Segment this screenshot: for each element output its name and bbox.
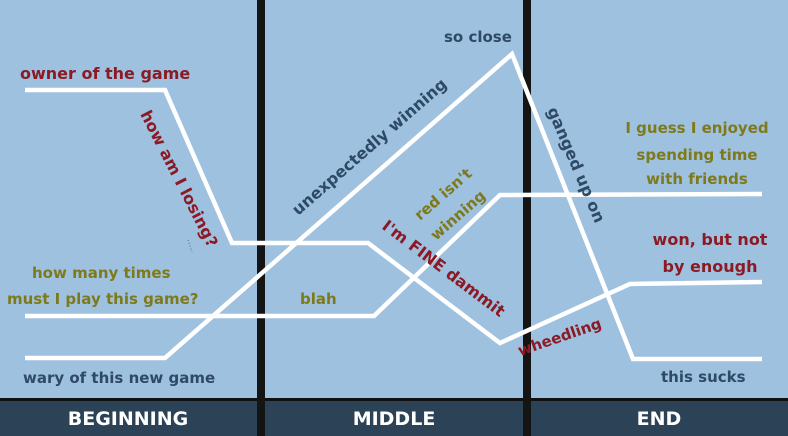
label-so-close: so close (444, 28, 512, 46)
divider-right (523, 0, 531, 436)
label-owner-of-the-game: owner of the game (20, 64, 190, 83)
label-how-many-times: how many times (32, 264, 171, 282)
label-with-friends: with friends (646, 170, 748, 188)
panel-beginning (0, 0, 257, 400)
panel-end (531, 0, 788, 400)
label-by-enough: by enough (663, 257, 758, 276)
label-blah: blah (300, 290, 337, 308)
label-this-sucks: this sucks (661, 368, 746, 386)
label-spending-time: spending time (636, 146, 757, 164)
section-label-beginning: BEGINNING (68, 408, 189, 430)
panel-middle (265, 0, 523, 400)
footer-top-edge (0, 398, 788, 401)
label-i-guess-i-enjoyed: I guess I enjoyed (625, 119, 768, 137)
arc-line-owner (25, 87, 763, 346)
section-label-middle: MIDDLE (353, 408, 436, 430)
label-won-but-not: won, but not (653, 230, 768, 249)
footer-bar (0, 400, 788, 436)
label-wary-of-this-new-game: wary of this new game (23, 369, 215, 387)
section-label-end: END (637, 408, 682, 430)
label-must-i-play: must I play this game? (7, 290, 198, 308)
arc-line-how-many (25, 191, 763, 319)
divider-left (257, 0, 265, 436)
dotted-connector (187, 239, 193, 253)
arc-line-wary (25, 50, 762, 362)
